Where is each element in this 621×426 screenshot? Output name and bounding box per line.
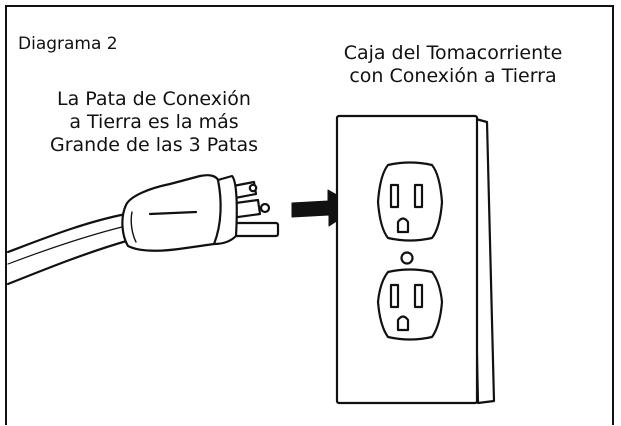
receptacle-upper — [376, 161, 444, 242]
ground-hole-upper — [396, 217, 410, 234]
receptacle-lower — [376, 268, 444, 341]
plug-strain-relief — [130, 211, 137, 243]
plug-caption-line: a Tierra es la más — [69, 111, 239, 133]
plate-screw — [400, 251, 414, 265]
prong-hole — [248, 183, 258, 193]
outlet-caption-line: con Conexión a Tierra — [349, 65, 557, 87]
cord-upper-edge — [6, 212, 128, 254]
slot-upper-left — [389, 183, 400, 209]
diagram-label: Diagrama 2 — [18, 34, 118, 54]
slot-lower-right — [413, 283, 424, 309]
cord-lower-edge — [6, 238, 132, 286]
plug-face-edge — [212, 178, 222, 246]
plug-grip-line — [148, 210, 198, 216]
plug-caption-line: Grande de las 3 Patas — [49, 134, 259, 156]
outlet-caption: Caja del Tomacorriente con Conexión a Ti… — [305, 42, 601, 88]
plug-caption: La Pata de Conexión a Tierra es la más G… — [20, 88, 288, 157]
duplex-outlet-icon — [335, 114, 496, 405]
cord-detail-line — [7, 225, 127, 265]
prong-hole — [259, 202, 271, 214]
outlet-caption-line: Caja del Tomacorriente — [343, 42, 563, 64]
ground-hole-lower — [396, 315, 410, 332]
grounded-plug-icon — [6, 174, 280, 286]
plug-caption-line: La Pata de Conexión — [57, 88, 251, 110]
diagram-frame — [5, 5, 614, 425]
slot-upper-right — [413, 183, 424, 209]
slot-lower-left — [389, 283, 400, 309]
